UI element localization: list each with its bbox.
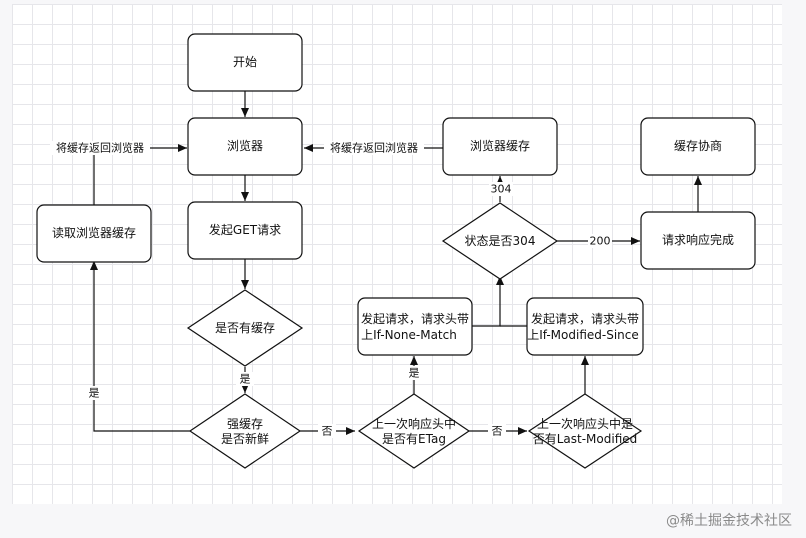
label-yes-has-cache: 是 <box>240 373 251 386</box>
node-start <box>187 33 303 92</box>
text-strong-cache-2: 是否新鲜 <box>221 431 269 446</box>
label-return-browser-right: 将缓存返回浏览器 <box>330 141 418 155</box>
node-req-inm <box>357 297 473 356</box>
text-status-304: 状态是否304 <box>465 234 536 248</box>
text-lastmod-1: 上一次响应头中是 <box>537 416 633 431</box>
text-start: 开始 <box>233 55 257 69</box>
label-no-fresh: 否 <box>322 425 333 438</box>
label-return-browser-left: 将缓存返回浏览器 <box>56 141 144 155</box>
node-req-ims <box>526 297 644 356</box>
node-browser <box>187 117 303 176</box>
node-negotiate <box>640 117 756 176</box>
text-req-complete: 请求响应完成 <box>662 232 734 247</box>
label-code-304: 304 <box>491 183 512 196</box>
node-send-get <box>187 201 303 260</box>
edge-read-browser <box>93 144 187 205</box>
node-status-304 <box>441 202 559 280</box>
edge-inm-status <box>472 276 504 327</box>
text-send-get: 发起GET请求 <box>209 222 281 237</box>
node-lastmod <box>527 393 643 469</box>
label-yes-fresh: 是 <box>89 387 100 400</box>
edge-strong-read <box>90 261 190 432</box>
text-browser: 浏览器 <box>227 138 263 153</box>
label-no-etag: 否 <box>492 425 503 438</box>
text-read-cache: 读取浏览器缓存 <box>52 225 136 240</box>
watermark: @稀土掘金技术社区 <box>666 513 792 529</box>
text-has-cache: 是否有缓存 <box>215 321 275 335</box>
text-browser-cache: 浏览器缓存 <box>470 138 530 153</box>
text-req-inm-2: 上If-None-Match <box>361 328 457 342</box>
text-req-ims-1: 发起请求，请求头带 <box>531 311 639 326</box>
node-etag <box>357 393 471 469</box>
text-lastmod-2: 否有Last-Modified <box>533 432 638 446</box>
label-code-200: 200 <box>590 235 611 248</box>
node-read-cache <box>36 204 152 263</box>
node-req-complete <box>640 211 756 270</box>
text-etag-1: 上一次响应头中 <box>372 416 456 431</box>
text-req-ims-2: 上If-Modified-Since <box>527 328 639 342</box>
node-has-cache <box>186 289 304 367</box>
node-strong-cache <box>188 393 302 469</box>
node-browser-cache <box>442 117 558 176</box>
text-req-inm-1: 发起请求，请求头带 <box>361 311 469 326</box>
text-negotiate: 缓存协商 <box>674 138 722 153</box>
text-strong-cache-1: 强缓存 <box>227 417 263 431</box>
label-yes-etag: 是 <box>409 367 420 380</box>
text-etag-2: 是否有ETag <box>382 432 446 446</box>
